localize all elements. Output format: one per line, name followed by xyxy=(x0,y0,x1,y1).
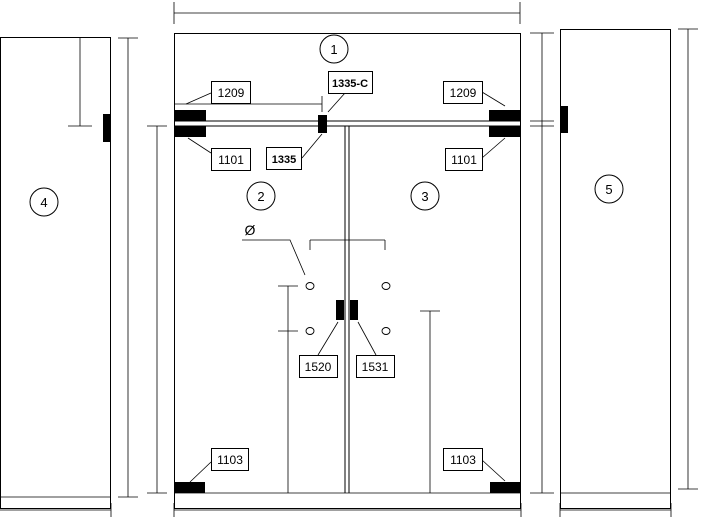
left-side-wall-clamp xyxy=(103,114,111,142)
hardware-blocks xyxy=(174,110,521,493)
label-1209-left: 1209 xyxy=(185,81,251,105)
main-frame xyxy=(147,2,522,517)
label-1335: 1335 xyxy=(266,133,323,170)
panel-1-label: 1 xyxy=(319,34,349,64)
top-right-clamp-block xyxy=(489,110,521,121)
label-1335-c: 1335-C xyxy=(327,71,373,113)
panel-5-label: 5 xyxy=(594,174,624,204)
panel-2-label: 2 xyxy=(246,181,276,211)
svg-text:1335-C: 1335-C xyxy=(332,78,368,90)
svg-text:2: 2 xyxy=(257,189,264,204)
svg-text:1209: 1209 xyxy=(450,86,477,100)
svg-text:1531: 1531 xyxy=(362,360,389,374)
svg-text:1335: 1335 xyxy=(272,154,296,166)
label-1101-right: 1101 xyxy=(445,137,506,171)
svg-text:1103: 1103 xyxy=(450,453,476,467)
handle-holes xyxy=(305,282,391,335)
right-bottom-pivot-block xyxy=(490,482,521,493)
svg-text:1103: 1103 xyxy=(217,453,243,467)
label-1101-left: 1101 xyxy=(187,137,251,171)
right-handle-block xyxy=(350,300,358,320)
diameter-symbol: Ø xyxy=(245,222,256,238)
svg-text:1101: 1101 xyxy=(451,153,477,167)
label-1103-left: 1103 xyxy=(189,448,249,483)
svg-text:5: 5 xyxy=(605,182,612,197)
label-1531: 1531 xyxy=(356,321,395,378)
svg-text:1520: 1520 xyxy=(305,360,332,374)
svg-text:3: 3 xyxy=(421,189,428,204)
label-1103-right: 1103 xyxy=(443,448,506,482)
svg-text:1209: 1209 xyxy=(218,86,245,100)
svg-text:1: 1 xyxy=(330,42,337,57)
left-side-panel xyxy=(0,37,138,517)
label-1520: 1520 xyxy=(299,321,339,378)
left-handle-block xyxy=(336,300,344,320)
right-side-panel xyxy=(530,28,698,517)
left-hinge-block xyxy=(174,126,206,137)
left-bottom-pivot-block xyxy=(174,482,205,493)
panel-4-label: 4 xyxy=(29,187,59,217)
top-pivot-block xyxy=(318,115,327,133)
svg-text:1101: 1101 xyxy=(218,153,244,167)
label-1209-right: 1209 xyxy=(443,81,506,107)
right-hinge-block xyxy=(489,126,521,137)
right-side-wall-clamp xyxy=(560,106,568,133)
panel-3-label: 3 xyxy=(410,181,440,211)
top-left-clamp-block xyxy=(174,110,206,121)
svg-text:4: 4 xyxy=(40,195,47,210)
